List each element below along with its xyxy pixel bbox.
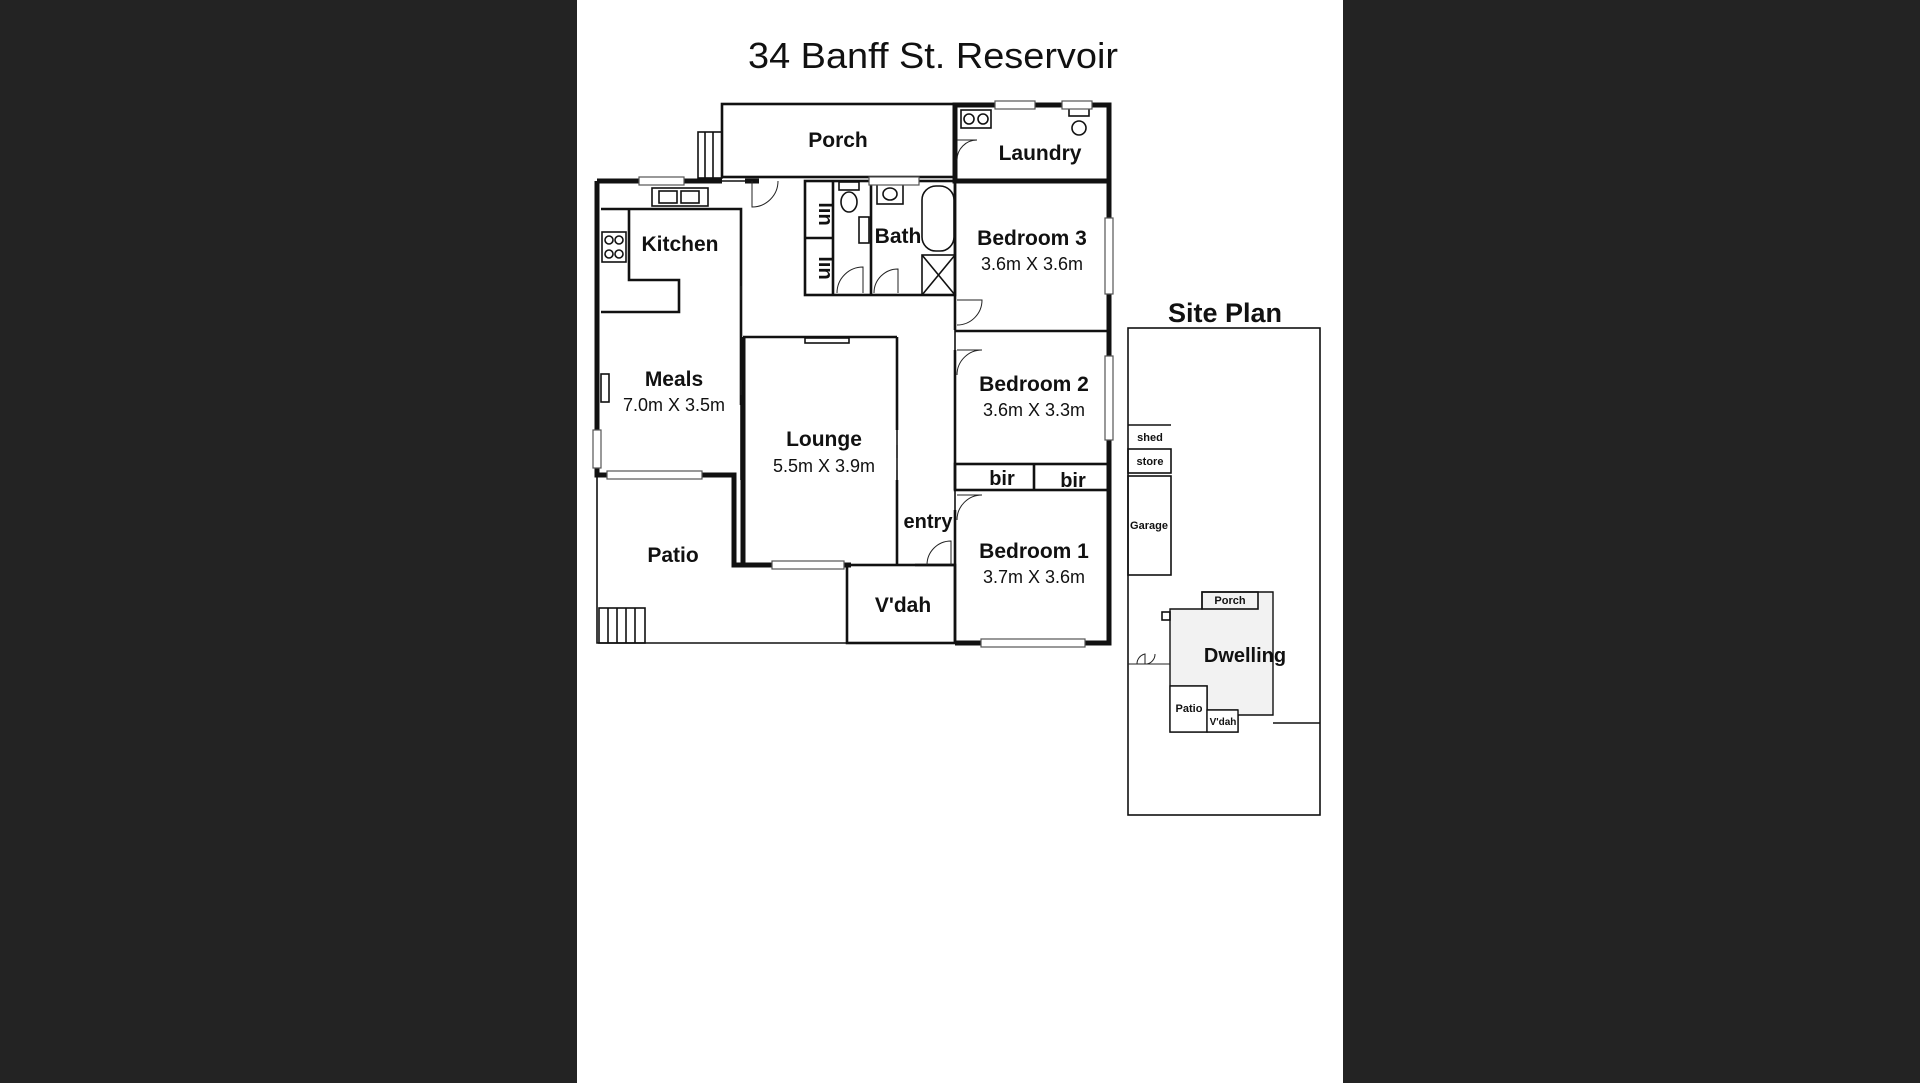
- room-label-entry: entry: [904, 511, 954, 533]
- room-label-bedroom-1: Bedroom 1: [979, 540, 1089, 563]
- room-label-kitchen: Kitchen: [641, 233, 718, 256]
- site-garage: [1127, 475, 1172, 576]
- room-dims-lounge: 5.5m X 3.9m: [773, 456, 875, 476]
- room-label-linen-lower: lin: [814, 256, 836, 279]
- room-label-meals: Meals: [645, 368, 703, 391]
- site-patio: [1169, 685, 1208, 733]
- patio-steps: [598, 607, 646, 644]
- room-label-laundry: Laundry: [999, 142, 1082, 165]
- room-label-bedroom-2: Bedroom 2: [979, 373, 1089, 396]
- room-label-lounge: Lounge: [786, 428, 862, 451]
- room-label-bedroom-3: Bedroom 3: [977, 227, 1087, 250]
- bath-tub: [921, 185, 955, 252]
- site-label-porch: Porch: [1214, 595, 1245, 607]
- toilet: [840, 191, 858, 213]
- site-label-patio: Patio: [1176, 703, 1203, 715]
- kitchen-sink: [651, 187, 709, 207]
- room-dims-bedroom-2: 3.6m X 3.3m: [983, 400, 1085, 420]
- floor-plan-sheet: 34 Banff St. Reservoir: [577, 0, 1343, 1083]
- room-label-bir-1: bir: [989, 468, 1015, 490]
- room-label-linen-upper: lin: [814, 202, 836, 225]
- floor-plan-drawing: 34 Banff St. Reservoir: [592, 35, 1321, 816]
- kitchen-bench: [601, 207, 743, 337]
- site-boundary: [1127, 327, 1321, 816]
- site-plan: Site Plan shed store Garage Porch Dwelli…: [1127, 298, 1321, 816]
- kitchen-island: [601, 209, 681, 314]
- site-label-garage: Garage: [1130, 520, 1168, 532]
- kitchen-cooktop: [601, 231, 627, 263]
- porch-steps: [697, 131, 723, 179]
- room-label-porch: Porch: [808, 129, 868, 152]
- room-label-bath: Bath: [875, 225, 922, 248]
- laundry-tub: [960, 109, 992, 129]
- room-dims-meals: 7.0m X 3.5m: [623, 395, 725, 415]
- room-label-verandah: V'dah: [875, 594, 931, 617]
- site-store: [1127, 448, 1172, 474]
- room-label-bir-2: bir: [1060, 470, 1086, 492]
- site-label-store: store: [1137, 456, 1164, 468]
- plan-title: 34 Banff St. Reservoir: [748, 35, 1118, 76]
- site-label-shed: shed: [1137, 432, 1163, 444]
- site-verandah: [1206, 709, 1239, 733]
- main-floor-plan: Porch Laundry Kitchen lin lin Bath Bedro…: [592, 100, 1114, 648]
- site-porch: [1201, 591, 1259, 610]
- shower: [921, 254, 956, 296]
- site-label-dwelling: Dwelling: [1204, 645, 1286, 667]
- room-dims-bedroom-3: 3.6m X 3.6m: [981, 254, 1083, 274]
- site-plan-title: Site Plan: [1168, 298, 1282, 328]
- site-label-verandah: V'dah: [1210, 717, 1237, 728]
- room-label-patio: Patio: [647, 544, 698, 567]
- built-in-robes: [953, 462, 1111, 492]
- room-dims-bedroom-1: 3.7m X 3.6m: [983, 567, 1085, 587]
